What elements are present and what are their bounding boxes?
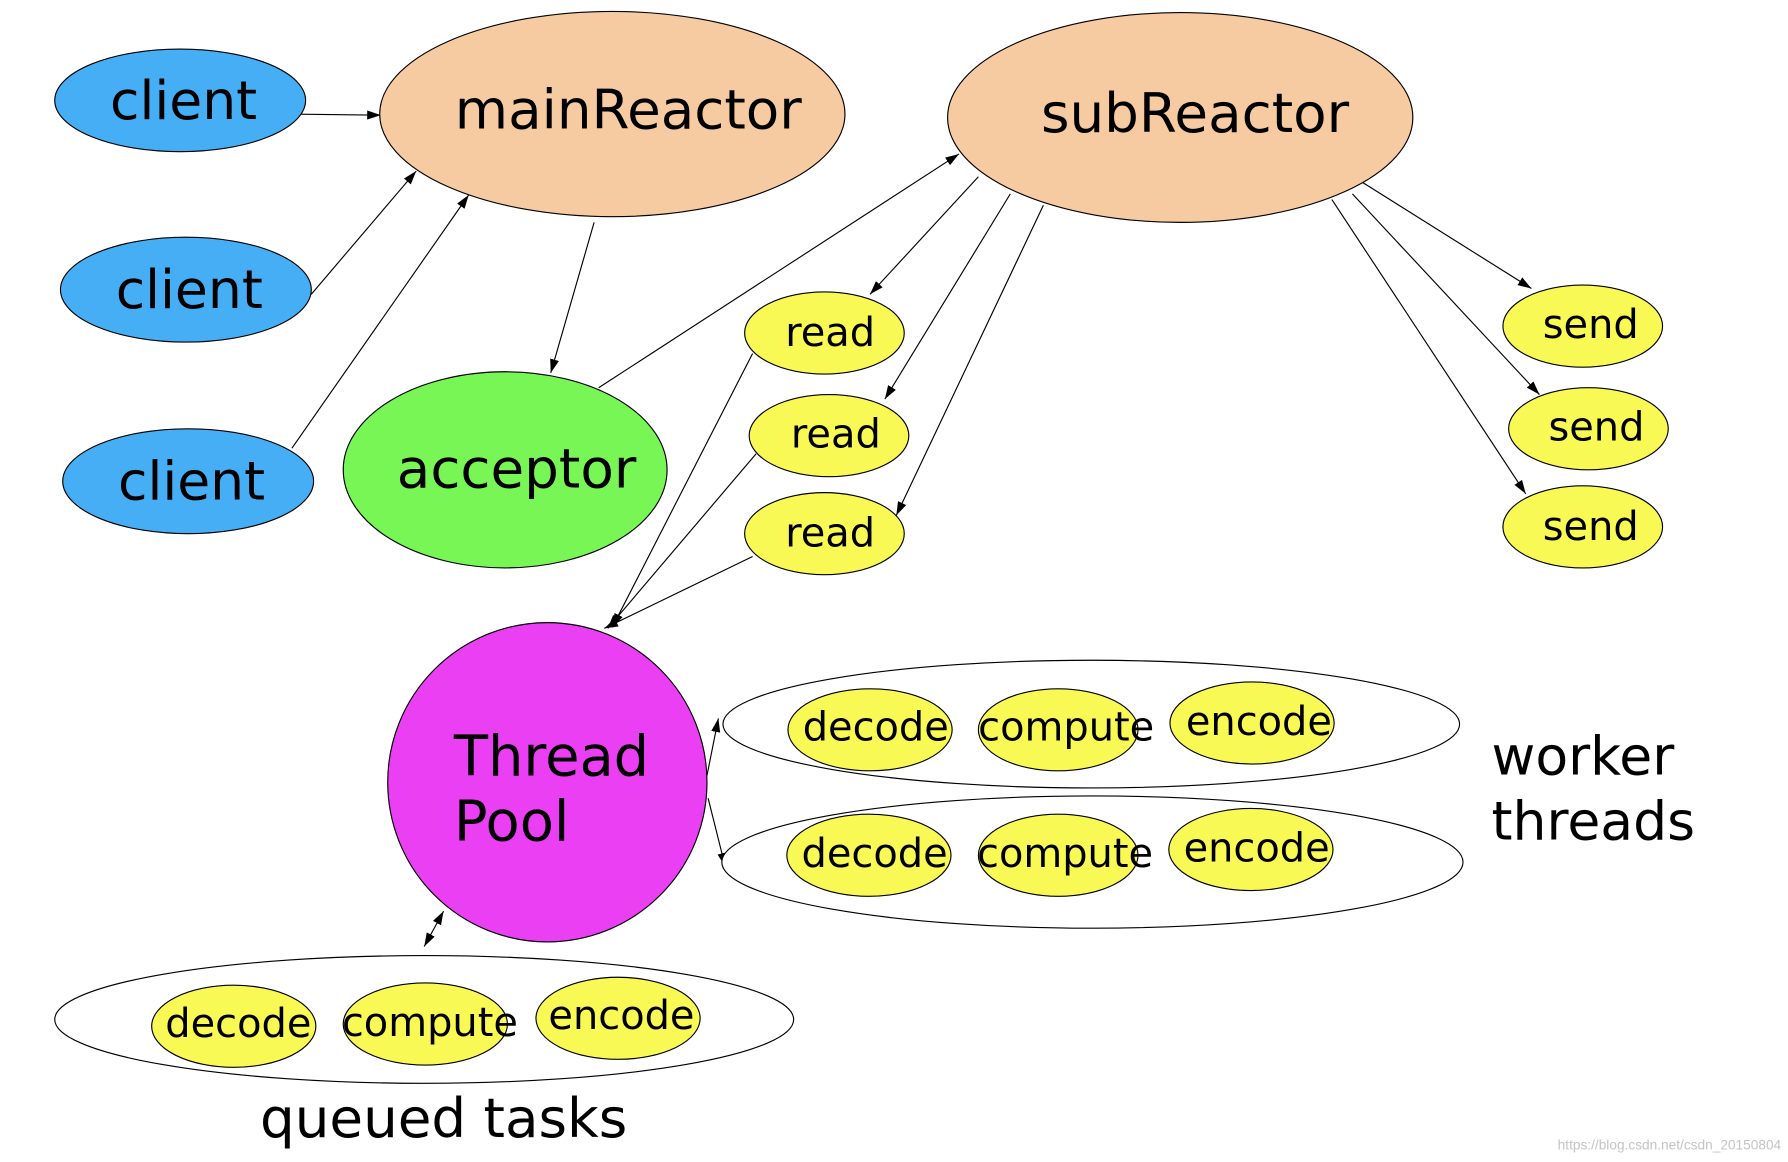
client-label: client <box>118 450 265 513</box>
client-node-3: client <box>62 428 315 535</box>
thread-pool-label-line-1: Thread <box>453 724 649 789</box>
arrow-mainreactor-to-acceptor <box>550 222 595 374</box>
client-ellipse <box>54 48 307 153</box>
decode-ellipse <box>786 813 952 897</box>
encode-label: encode <box>548 993 694 1039</box>
thread-pool-label-line-2: Pool <box>454 789 570 854</box>
mainreactor-ellipse <box>379 10 846 218</box>
mainreactor-node: mainReactor <box>379 10 846 218</box>
arrow-subreactor-to-send-2 <box>1351 193 1540 395</box>
decode-label: decode <box>802 831 948 877</box>
client-ellipse <box>59 236 312 343</box>
encode-label: encode <box>1186 699 1332 745</box>
acceptor-label: acceptor <box>397 437 637 501</box>
send-ellipse <box>1502 485 1664 569</box>
compute-label: compute <box>978 705 1154 751</box>
thread-pool-circle <box>387 622 708 943</box>
worker-thread-row-1: decode compute encode <box>722 659 1461 789</box>
mainreactor-label: mainReactor <box>455 77 802 141</box>
encode-ellipse <box>1168 807 1334 892</box>
arrow-client-3-to-mainreactor <box>291 194 470 449</box>
send-ellipse <box>1508 387 1669 471</box>
send-label: send <box>1543 504 1639 550</box>
client-label: client <box>110 69 257 132</box>
client-label: client <box>116 258 263 321</box>
arrow-read-3-to-threadpool <box>604 555 753 629</box>
client-ellipse <box>62 428 315 535</box>
subreactor-ellipse <box>947 11 1414 223</box>
arrow-read-1-to-threadpool <box>611 353 754 628</box>
encode-label: encode <box>1184 825 1330 871</box>
queued-tasks-label: queued tasks <box>260 1086 627 1150</box>
read-node-2: read <box>748 393 910 478</box>
decode-ellipse <box>787 688 953 772</box>
arrow-subreactor-to-send-1 <box>1362 181 1532 289</box>
arrow-acceptor-to-subreactor <box>598 153 960 389</box>
subreactor-node: subReactor <box>947 11 1414 223</box>
send-ellipse <box>1502 284 1664 368</box>
arrow-threadpool-to-worker-row-1 <box>706 718 721 776</box>
arrows <box>288 110 1540 947</box>
decode-ellipse <box>151 984 317 1068</box>
read-ellipse <box>748 393 910 478</box>
read-label: read <box>785 310 875 356</box>
worker-threads-label-line-2: threads <box>1492 789 1696 852</box>
worker-thread-row-2: decode compute encode <box>721 795 1464 929</box>
arrow-client-1-to-mainreactor <box>288 110 381 120</box>
arrow-subreactor-to-read-1 <box>869 176 979 295</box>
decode-label: decode <box>165 1001 311 1047</box>
arrow-subreactor-to-read-2 <box>884 193 1011 400</box>
read-node-3: read <box>744 492 905 576</box>
arrow-client-2-to-mainreactor <box>310 170 417 295</box>
subreactor-label: subReactor <box>1041 81 1350 145</box>
arrow-read-2-to-threadpool <box>607 453 757 629</box>
read-ellipse <box>744 291 905 375</box>
send-node-2: send <box>1508 387 1669 471</box>
acceptor-node: acceptor <box>342 371 668 569</box>
encode-ellipse <box>535 976 701 1060</box>
compute-ellipse <box>977 688 1139 772</box>
read-ellipse <box>744 492 905 576</box>
acceptor-ellipse <box>342 371 668 569</box>
arrow-threadpool-to-worker-row-2 <box>707 798 727 867</box>
encode-ellipse <box>1169 681 1335 765</box>
client-node-1: client <box>54 48 307 153</box>
arrow-subreactor-to-send-3 <box>1331 199 1527 495</box>
send-node-1: send <box>1502 284 1664 368</box>
send-label: send <box>1548 405 1644 451</box>
decode-label: decode <box>803 705 949 751</box>
send-label: send <box>1543 302 1639 348</box>
read-node-1: read <box>744 291 905 375</box>
client-node-2: client <box>59 236 312 343</box>
compute-label: compute <box>342 1000 518 1046</box>
read-label: read <box>785 511 875 557</box>
worker-threads-label-line-1: worker <box>1492 724 1676 787</box>
compute-ellipse <box>342 982 509 1066</box>
send-node-3: send <box>1502 485 1664 569</box>
watermark-text: https://blog.csdn.net/csdn_20150804 <box>1558 1137 1782 1152</box>
compute-ellipse <box>977 813 1139 897</box>
compute-label: compute <box>977 831 1153 877</box>
read-label: read <box>791 411 881 457</box>
arrow-subreactor-to-read-3 <box>895 205 1044 516</box>
thread-pool-node: Thread Pool <box>387 622 708 943</box>
queued-tasks-group: decode compute encode <box>54 955 795 1084</box>
arrow-threadpool-queued-tasks-double <box>423 910 445 947</box>
